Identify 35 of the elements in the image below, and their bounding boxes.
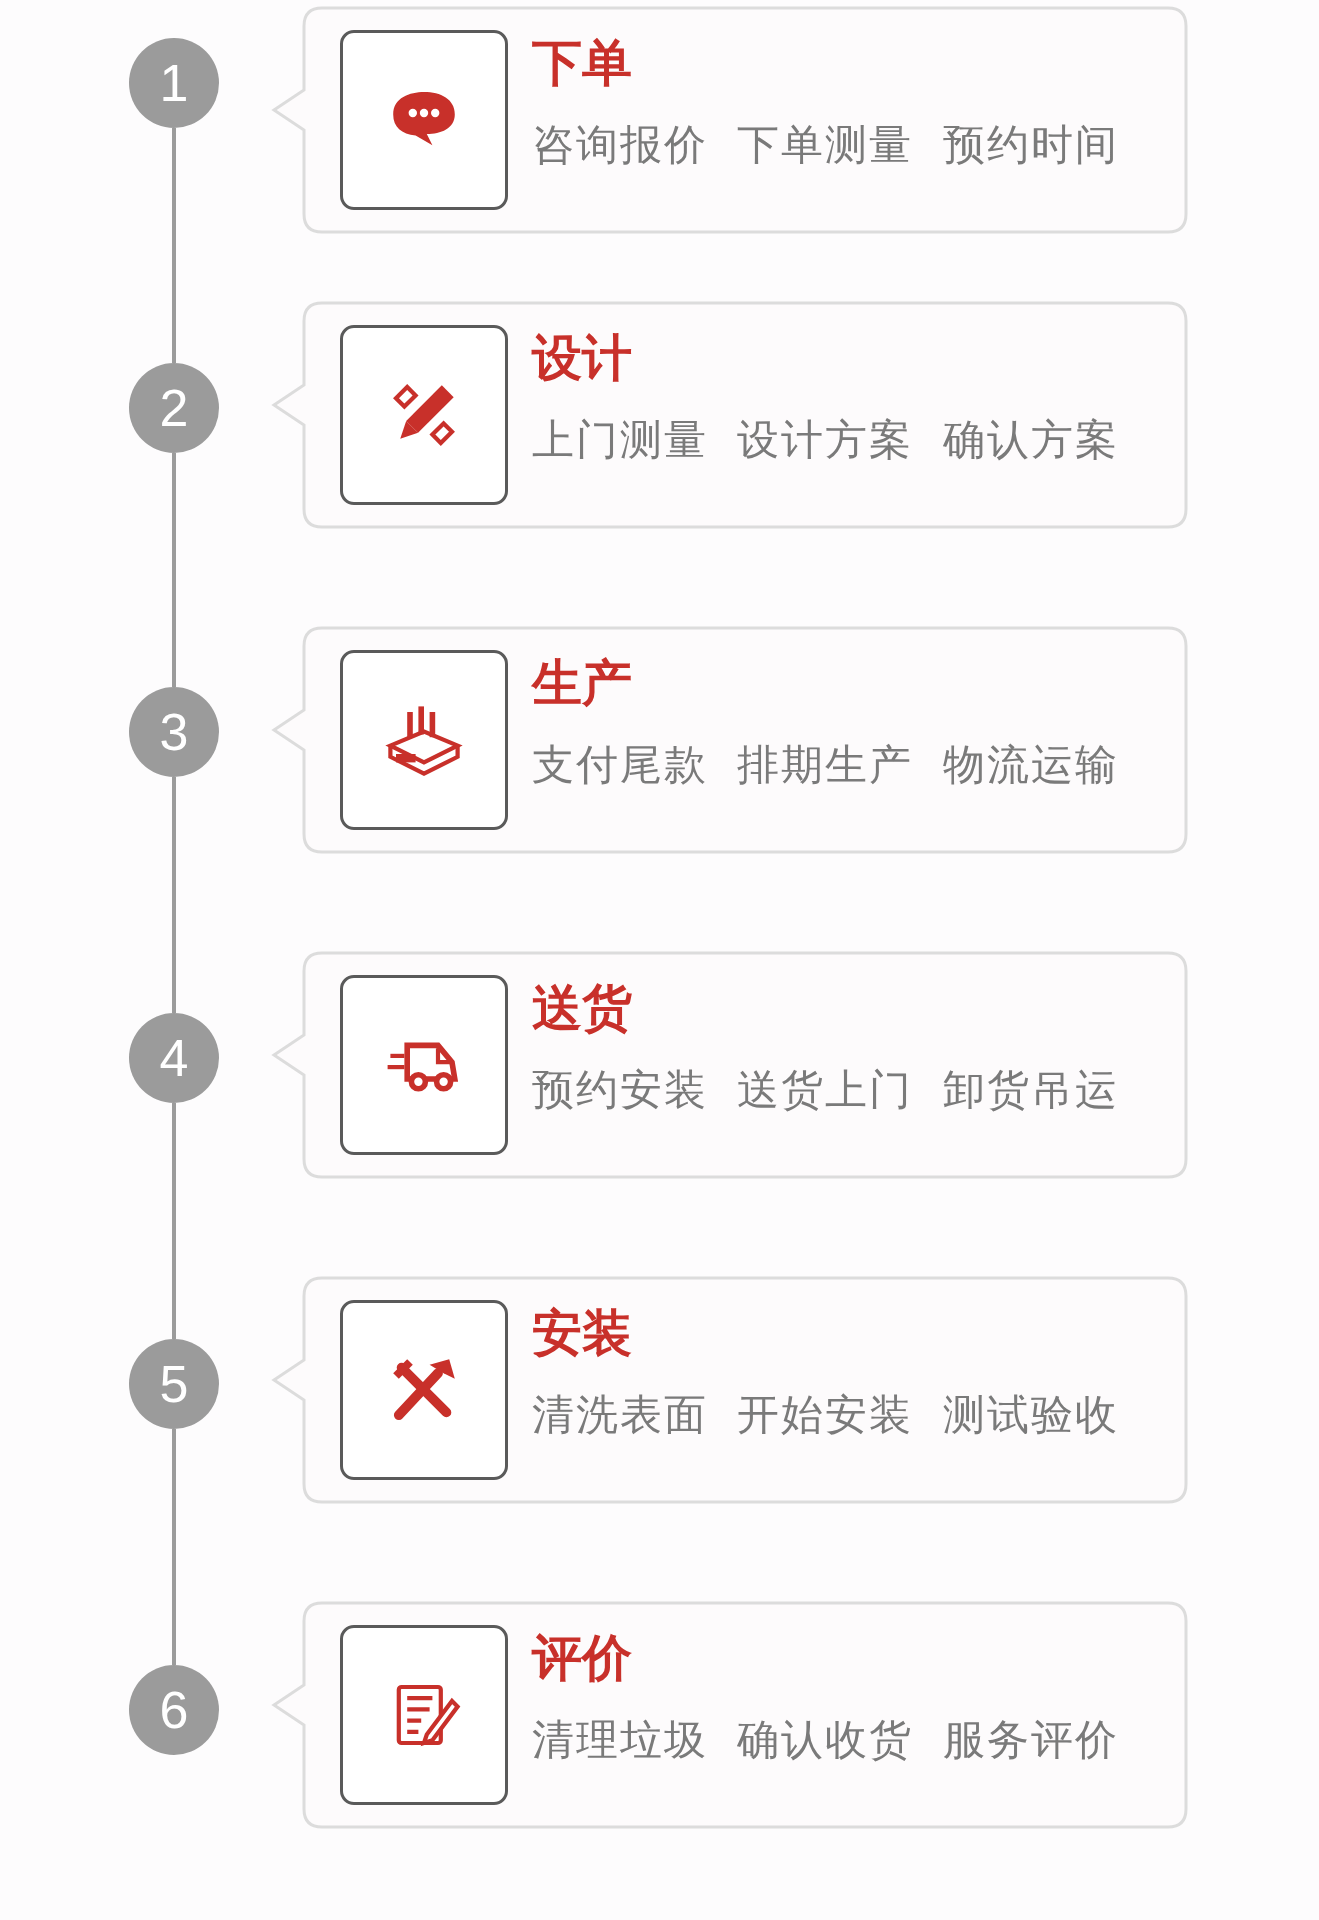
icon-tile xyxy=(340,650,508,830)
step-title: 下单 xyxy=(532,36,632,91)
step-number-circle: 2 xyxy=(129,363,219,453)
timeline-line xyxy=(172,777,176,1013)
timeline-line xyxy=(172,1103,176,1339)
icon-tile xyxy=(340,1300,508,1480)
timeline-line xyxy=(172,1429,176,1665)
timeline-line xyxy=(172,453,176,687)
step-card xyxy=(270,1601,1190,1829)
icon-tile xyxy=(340,325,508,505)
step-number-circle: 1 xyxy=(129,38,219,128)
step-details: 上门测量 设计方案 确认方案 xyxy=(532,417,1119,464)
step-details: 预约安装 送货上门 卸货吊运 xyxy=(532,1067,1119,1114)
timeline-line xyxy=(172,128,176,363)
step-card xyxy=(270,1276,1190,1504)
step-title: 评价 xyxy=(532,1631,632,1686)
step-title: 设计 xyxy=(532,331,632,386)
icon-tile xyxy=(340,1625,508,1805)
step-number-circle: 3 xyxy=(129,687,219,777)
step-number-circle: 5 xyxy=(129,1339,219,1429)
icon-tile xyxy=(340,30,508,210)
step-card xyxy=(270,6,1190,234)
step-number-circle: 6 xyxy=(129,1665,219,1755)
step-card xyxy=(270,951,1190,1179)
icon-tile xyxy=(340,975,508,1155)
step-details: 清洗表面 开始安装 测试验收 xyxy=(532,1392,1119,1439)
step-details: 咨询报价 下单测量 预约时间 xyxy=(532,122,1119,169)
step-title: 送货 xyxy=(532,981,632,1036)
step-card xyxy=(270,301,1190,529)
step-title: 安装 xyxy=(532,1306,632,1361)
step-number-circle: 4 xyxy=(129,1013,219,1103)
step-title: 生产 xyxy=(532,656,632,711)
step-card xyxy=(270,626,1190,854)
step-details: 清理垃圾 确认收货 服务评价 xyxy=(532,1717,1119,1764)
step-details: 支付尾款 排期生产 物流运输 xyxy=(532,742,1119,789)
